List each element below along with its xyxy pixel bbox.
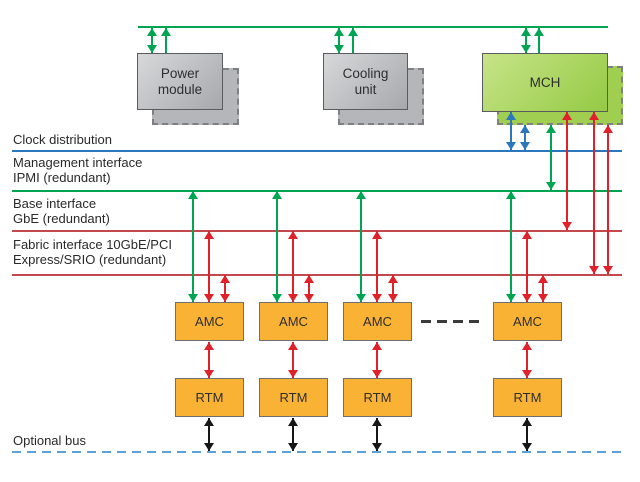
management-bus-line (12, 190, 622, 192)
amc-continuation-dashes (421, 320, 481, 323)
rtm-box-1: RTM (175, 378, 244, 417)
amc1-fabric-arrow (220, 275, 230, 302)
base-bus-label-line1: Base interface (13, 196, 97, 211)
amc4-rtm-arrow (522, 342, 532, 378)
fabric-bus-label-line1: Fabric interface 10GbE/PCI (13, 237, 172, 252)
management-bus-label-line2: IPMI (redundant) (13, 170, 111, 185)
management-bus-label: Management interface IPMI (redundant) (13, 155, 142, 185)
rtm-label-1: RTM (195, 389, 224, 405)
mch-management-arrow (546, 125, 556, 190)
fabric-bus-label: Fabric interface 10GbE/PCI Express/SRIO … (13, 237, 172, 267)
rtm1-optional-arrow (204, 418, 214, 451)
amc2-fabric-arrow (304, 275, 314, 302)
rtm-label-4: RTM (513, 389, 542, 405)
management-bus-label-line1: Management interface (13, 155, 143, 170)
amc-box-1: AMC (175, 302, 244, 341)
power-module-label-line2: module (157, 81, 203, 97)
power-module-label-line1: Power (160, 65, 200, 81)
amc2-rtm-arrow (288, 342, 298, 378)
mch-base-arrow (562, 112, 572, 230)
mch-clock-arrow-2 (520, 125, 530, 150)
amc-box-2: AMC (259, 302, 328, 341)
rtm-box-4: RTM (493, 378, 562, 417)
base-bus-label-line2: GbE (redundant) (13, 211, 110, 226)
amc3-base-arrow (372, 231, 382, 302)
amc4-management-arrow (506, 191, 516, 302)
rtm-box-2: RTM (259, 378, 328, 417)
rtm2-optional-arrow (288, 418, 298, 451)
power-mgmt-arrow-up (161, 28, 171, 53)
mch-box: MCH (482, 53, 608, 112)
mch-label: MCH (529, 74, 561, 90)
mch-topbus-arrow-up (534, 28, 544, 53)
clock-bus-line (12, 150, 622, 152)
cooling-unit-box: Cooling unit (323, 53, 408, 110)
mch-fabric-arrow-2 (603, 125, 613, 274)
amc2-base-arrow (288, 231, 298, 302)
rtm3-optional-arrow (372, 418, 382, 451)
power-mgmt-arrow (147, 28, 157, 53)
fabric-bus-label-line2: Express/SRIO (redundant) (13, 252, 167, 267)
amc-label-1: AMC (195, 313, 224, 329)
rtm-label-3: RTM (363, 389, 392, 405)
power-module-box: Power module (137, 53, 223, 110)
cooling-unit-label-line1: Cooling (342, 65, 389, 81)
optional-bus-line (12, 451, 622, 453)
amc-box-4: AMC (493, 302, 562, 341)
amc3-fabric-arrow (388, 275, 398, 302)
amc-label-4: AMC (513, 313, 542, 329)
amc1-rtm-arrow (204, 342, 214, 378)
amc-label-3: AMC (363, 313, 392, 329)
amc-box-3: AMC (343, 302, 412, 341)
amc4-fabric-arrow (538, 275, 548, 302)
rtm-box-3: RTM (343, 378, 412, 417)
optional-bus-label: Optional bus (13, 433, 86, 448)
cooling-mgmt-arrow (334, 28, 344, 53)
clock-bus-label: Clock distribution (13, 132, 112, 147)
amc1-management-arrow (188, 191, 198, 302)
rtm-label-2: RTM (279, 389, 308, 405)
amc4-base-arrow (522, 231, 532, 302)
cooling-mgmt-arrow-up (348, 28, 358, 53)
amc1-base-arrow (204, 231, 214, 302)
amc3-rtm-arrow (372, 342, 382, 378)
cooling-unit-label-line2: unit (354, 81, 377, 97)
top-management-bus-line (138, 26, 608, 28)
amc2-management-arrow (272, 191, 282, 302)
base-bus-label: Base interface GbE (redundant) (13, 196, 110, 226)
mch-clock-arrow-1 (506, 112, 516, 150)
amc-label-2: AMC (279, 313, 308, 329)
base-bus-line (12, 230, 622, 232)
amc3-management-arrow (356, 191, 366, 302)
mch-topbus-arrow (521, 28, 531, 53)
rtm4-optional-arrow (522, 418, 532, 451)
fabric-bus-line (12, 274, 622, 276)
mch-fabric-arrow-1 (589, 112, 599, 274)
